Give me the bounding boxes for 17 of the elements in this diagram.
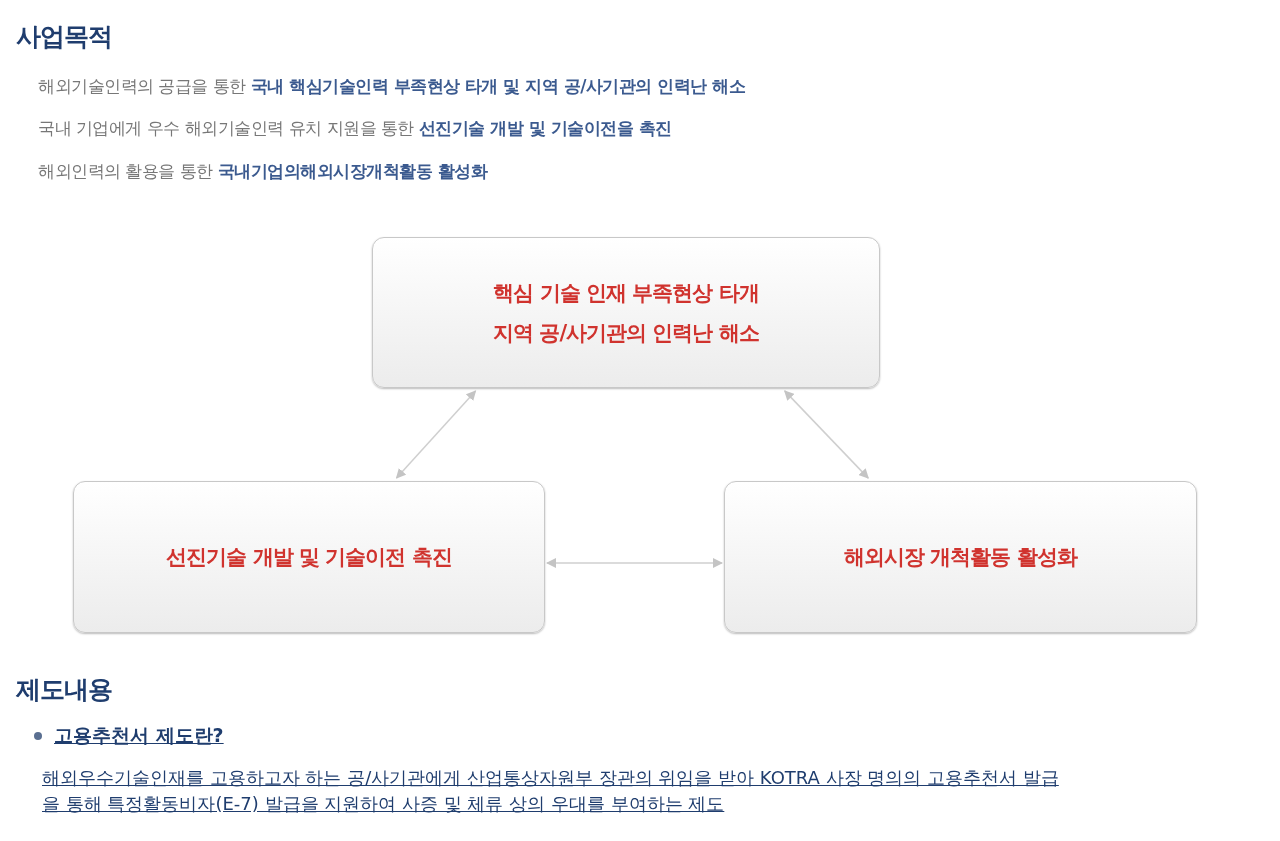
question-link: 고용추천서 제도란? <box>54 723 224 748</box>
section-heading: 사업목적 <box>16 21 112 53</box>
goal-text: 선진기술 개발 및 기술이전 촉진 <box>166 544 452 571</box>
double-arrow <box>546 558 723 568</box>
double-arrow <box>783 390 869 479</box>
goal-box <box>73 481 545 633</box>
goal-text: 해외시장 개척활동 활성화 <box>844 544 1077 571</box>
goal-text: 지역 공/사기관의 인력난 해소 <box>493 319 759 347</box>
double-arrow <box>395 390 477 479</box>
objective-text: 해외인력의 활용을 통한 국내기업의해외시장개척활동 활성화 <box>38 160 488 183</box>
objective-text: 국내 기업에게 우수 해외기술인력 유치 지원을 통한 선진기술 개발 및 기술이전을 촉진 <box>38 117 672 140</box>
description-link: 해외우수기술인재를 고용하고자 하는 공/사기관에게 산업통상자원부 장관의 위임을 받아 KOTRA 사장 명의의 고용추천서 발급을 통해 특정활동비자(E-7) 발급을 지원하여 사증 및 체류 상의 우대를 부여하는 제도 <box>42 766 1060 816</box>
goal-text: 핵심 기술 인재 부족현상 타개 <box>493 279 759 307</box>
section-heading: 제도내용 <box>16 674 112 706</box>
goal-box <box>724 481 1197 633</box>
goal-box <box>372 237 880 388</box>
objective-text: 해외기술인력의 공급을 통한 국내 핵심기술인력 부족현상 타개 및 지역 공/사기관의 인력난 해소 <box>38 75 746 98</box>
